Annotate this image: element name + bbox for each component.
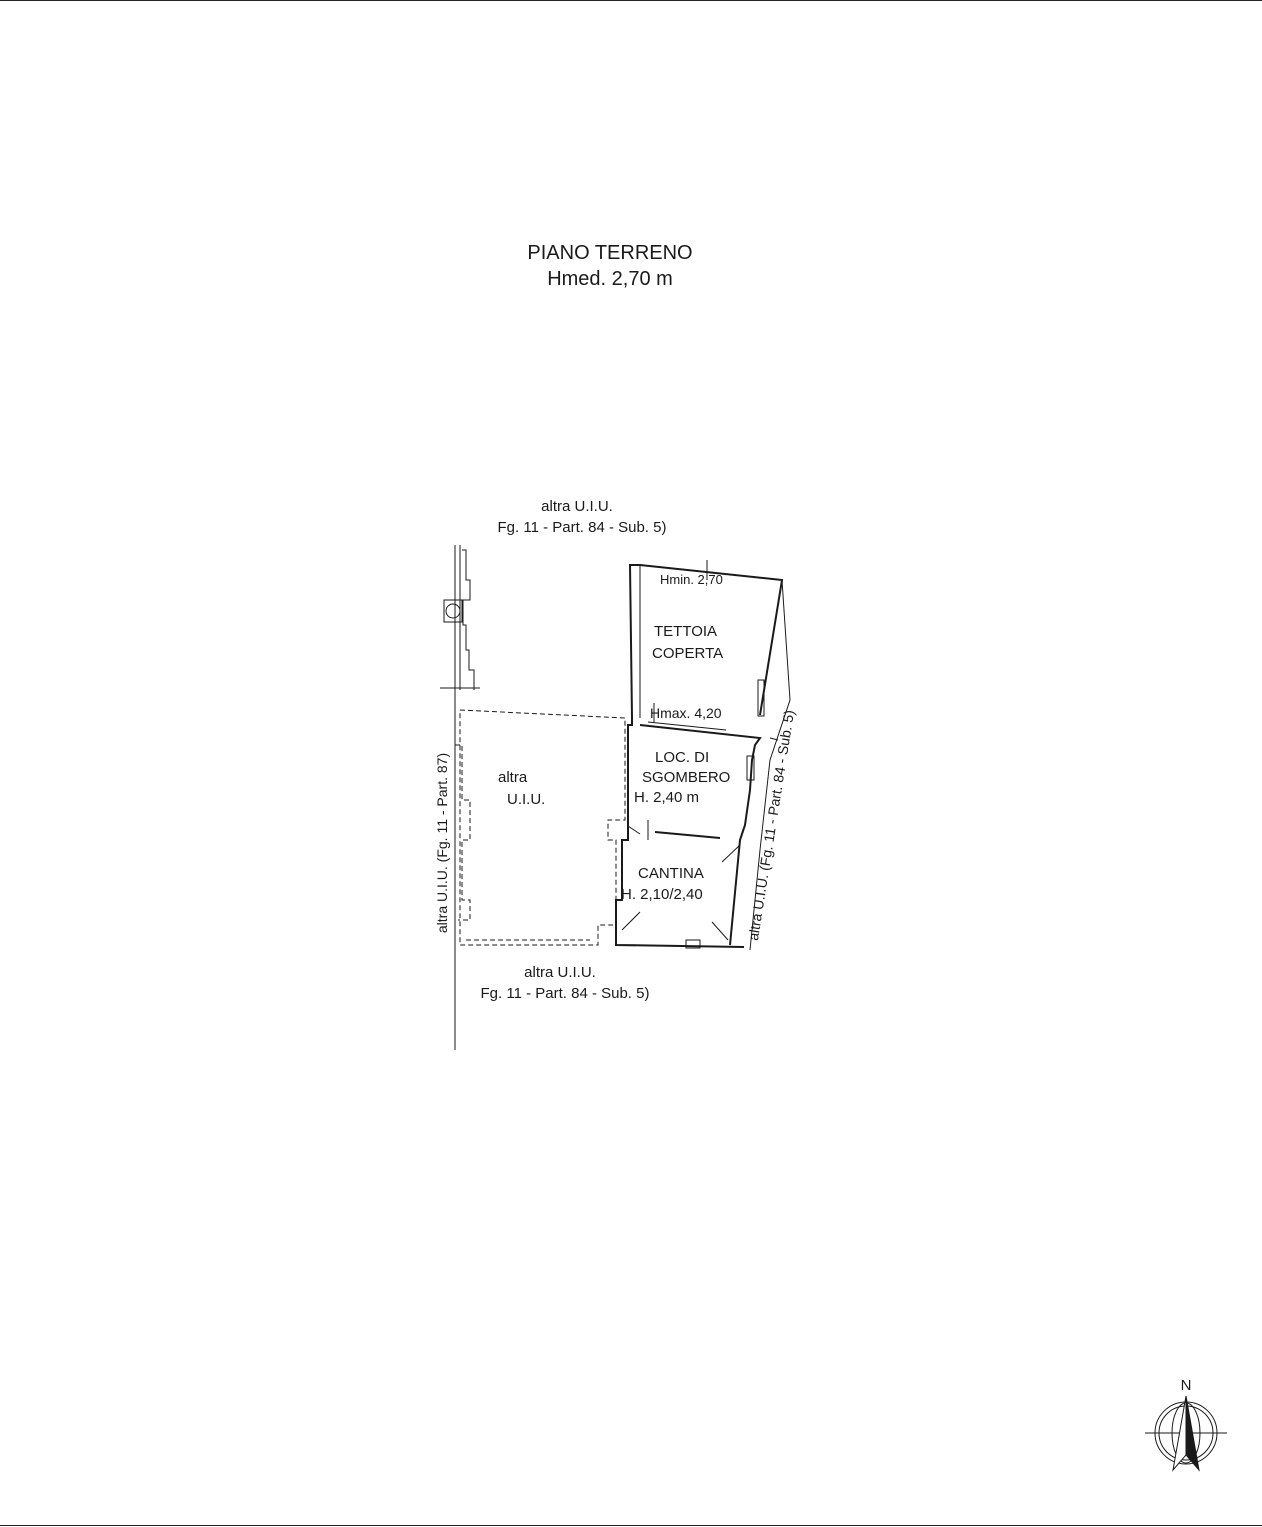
right-boundary-label: altra U.I.U. (Fg. 11 - Part. 84 - Sub. 5… xyxy=(745,709,797,942)
cantina-height: H. 2,10/2,40 xyxy=(621,886,703,903)
tettoia-hmax: Hmax. 4,20 xyxy=(650,705,722,721)
cantina-corner-diagonal-3 xyxy=(721,844,741,863)
bottom-boundary-label-2: Fg. 11 - Part. 84 - Sub. 5) xyxy=(481,985,650,1002)
rooms-left-wall xyxy=(615,718,745,948)
tettoia-label-2: COPERTA xyxy=(652,645,723,662)
sgombero-cantina-partition xyxy=(654,831,721,839)
cantina-door-swing xyxy=(627,825,641,835)
top-boundary-label-1: altra U.I.U. xyxy=(541,498,613,515)
tettoia-outline xyxy=(628,564,784,719)
tettoia-window xyxy=(757,679,765,717)
bottom-boundary-label-1: altra U.I.U. xyxy=(524,964,596,981)
frame-bottom-line xyxy=(0,1525,1262,1526)
altra-uiu-room-outline xyxy=(459,709,626,946)
column-circle xyxy=(445,603,461,619)
altra-uiu-label-1: altra xyxy=(498,769,528,786)
tettoia-sgombero-partition xyxy=(647,721,727,731)
right-property-line xyxy=(749,579,791,951)
sgombero-label-2: SGOMBERO xyxy=(642,769,730,786)
right-tick-line xyxy=(769,737,779,741)
tettoia-hmin: Hmin. 2,70 xyxy=(660,572,723,587)
tettoia-label-1: TETTOIA xyxy=(654,623,717,640)
sgombero-label-1: LOC. DI xyxy=(655,749,709,766)
altra-uiu-label-2: U.I.U. xyxy=(507,791,545,808)
cantina-corner-diagonal-2 xyxy=(711,921,729,941)
cantina-label: CANTINA xyxy=(638,865,704,882)
plan-title: PIANO TERRENO Hmed. 2,70 m xyxy=(480,240,740,292)
left-jagged-wall xyxy=(462,549,475,690)
plan-title-floor: PIANO TERRENO xyxy=(527,242,693,264)
cantina-corner-diagonal-1 xyxy=(621,911,641,931)
left-boundary-label: altra U.I.U. (Fg. 11 - Part. 87) xyxy=(434,753,450,933)
altra-uiu-left-detail xyxy=(455,744,471,921)
frame-top-line xyxy=(0,0,1262,1)
compass-north-label: N xyxy=(1181,1377,1192,1394)
sgombero-height: H. 2,40 m xyxy=(634,789,699,806)
top-boundary-label-2: Fg. 11 - Part. 84 - Sub. 5) xyxy=(498,519,667,536)
plan-title-height: Hmed. 2,70 m xyxy=(547,268,673,290)
rooms-right-wall xyxy=(639,724,762,946)
north-arrow-icon: N xyxy=(1145,1377,1227,1472)
cantina-vent xyxy=(685,939,701,949)
sgombero-window xyxy=(746,755,755,781)
compass-needle-light xyxy=(1172,1395,1187,1472)
column-box xyxy=(443,599,463,623)
